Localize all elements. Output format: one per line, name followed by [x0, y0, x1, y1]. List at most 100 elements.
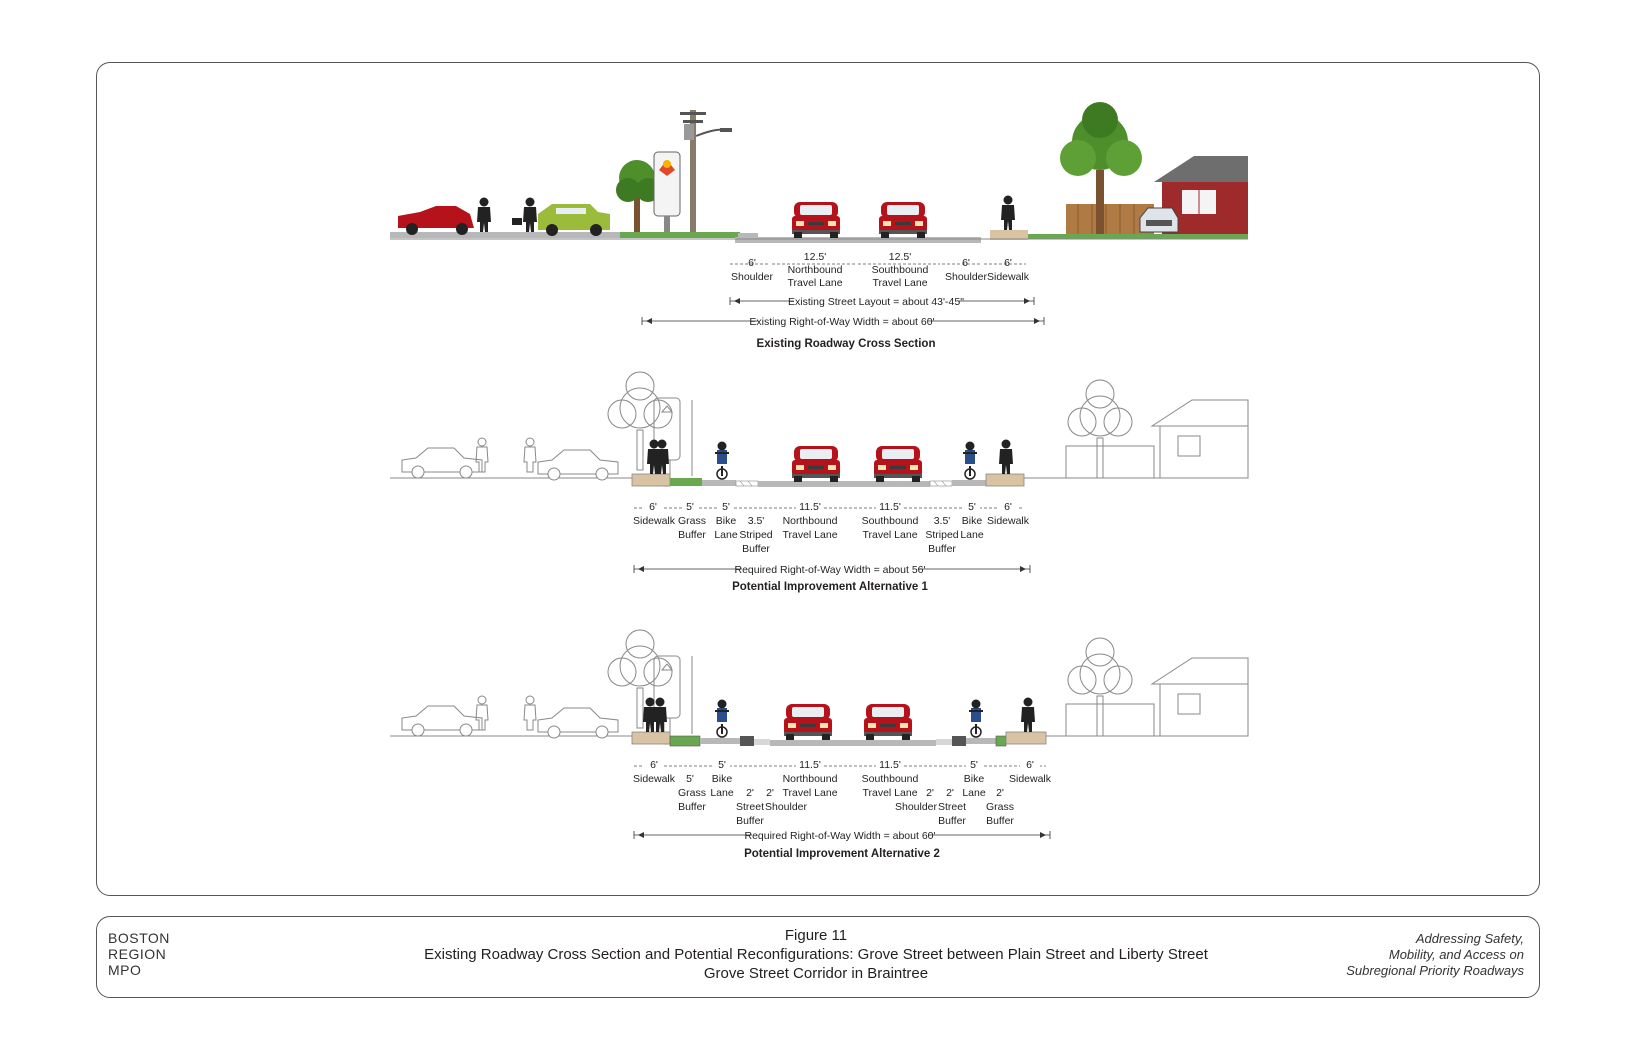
car-outline [401, 705, 483, 737]
dimension-label: 5' Grass Buffer [678, 500, 706, 541]
svg-text:Street: Street [736, 801, 764, 813]
southbound-car [879, 202, 927, 238]
svg-text:Shoulder: Shoulder [765, 801, 808, 813]
dimension-label: 6' Sidewalk [633, 758, 676, 785]
svg-text:5': 5' [968, 501, 976, 513]
car-outline [537, 707, 619, 739]
footer-frame [96, 916, 1540, 998]
utility-pole [680, 110, 732, 232]
car-outline [401, 447, 483, 479]
dimension-label: 11.5' Southbound Travel Lane [862, 758, 919, 799]
dimension-label: 3.5' Striped Buffer [739, 514, 773, 555]
svg-text:Existing Right-of-Way Width =: Existing Right-of-Way Width = about 60' [749, 316, 934, 328]
dimension-label: 6' Sidewalk [987, 500, 1030, 527]
svg-text:11.5': 11.5' [879, 759, 901, 771]
house-outline [1151, 657, 1249, 737]
svg-text:Striped: Striped [739, 529, 772, 541]
svg-text:Required Right-of-Way Width =: Required Right-of-Way Width = about 56' [735, 564, 926, 576]
svg-text:Southbound: Southbound [872, 264, 929, 276]
svg-text:Shoulder: Shoulder [731, 271, 774, 283]
southbound-car [864, 704, 912, 740]
alternative-1-dimension-labels: 6' Sidewalk 5' Grass Buffer 5' Bike Lane… [633, 500, 1031, 593]
svg-text:Striped: Striped [925, 529, 958, 541]
dimension-label: 12.5' Northbound Travel Lane [772, 250, 856, 289]
svg-text:Travel Lane: Travel Lane [862, 529, 917, 541]
svg-text:Street: Street [938, 801, 966, 813]
svg-text:Sidewalk: Sidewalk [633, 773, 676, 785]
svg-text:Required Right-of-Way Width =: Required Right-of-Way Width = about 60' [745, 830, 936, 842]
svg-text:Shoulder: Shoulder [895, 801, 938, 813]
figure-frame [96, 62, 1540, 896]
dimension-label: 6' Sidewalk [1009, 758, 1052, 785]
sidewalk-pedestrian [1021, 697, 1035, 732]
house-outline [1151, 399, 1249, 479]
svg-text:6': 6' [649, 501, 657, 513]
pedestrian-outline [523, 695, 537, 731]
svg-text:11.5': 11.5' [879, 501, 901, 513]
tree-outline [1067, 637, 1133, 737]
tree-right [1060, 102, 1142, 234]
dimension-label: 2' Grass Buffer [986, 786, 1014, 827]
svg-text:11.5': 11.5' [799, 501, 821, 513]
figure-caption: Figure 11 Existing Roadway Cross Section… [300, 926, 1332, 983]
svg-text:Buffer: Buffer [928, 543, 956, 555]
dimension-label: 6' Shoulder [942, 257, 988, 283]
alternative-1-drawing [390, 371, 1249, 487]
svg-text:2': 2' [766, 787, 774, 799]
svg-text:Northbound: Northbound [783, 515, 838, 527]
dimension-label: 6' Sidewalk [633, 500, 676, 527]
red-convertible [398, 206, 474, 235]
svg-text:6': 6' [748, 257, 756, 269]
car-outline [537, 449, 619, 481]
extent-right-of-way: Existing Right-of-Way Width = about 60' [641, 314, 1045, 328]
alternative-2-drawing [390, 629, 1249, 747]
dimension-label: 11.5' Northbound Travel Lane [782, 758, 838, 799]
dimension-label: 2' Street Buffer [736, 786, 764, 827]
dimension-label: 5' Bike Lane [962, 758, 986, 799]
svg-text:Sidewalk: Sidewalk [633, 515, 676, 527]
figure-title: Existing Roadway Cross Section and Poten… [424, 946, 1208, 963]
dimension-label: 11.5' Northbound Travel Lane [782, 500, 838, 541]
svg-text:Grass: Grass [986, 801, 1014, 813]
svg-text:Buffer: Buffer [938, 815, 966, 827]
figure-number: Figure 11 [784, 927, 848, 944]
tree-outline [1067, 379, 1133, 479]
bicyclist-southbound [968, 698, 984, 738]
svg-text:5': 5' [686, 501, 694, 513]
extent-street-layout: Existing Street Layout = about 43'-45" [729, 294, 1035, 308]
svg-text:6': 6' [1004, 257, 1012, 269]
dimension-label: 12.5' Southbound Travel Lane [858, 250, 940, 289]
northbound-car [792, 202, 840, 238]
svg-text:5': 5' [970, 759, 978, 771]
svg-text:Sidewalk: Sidewalk [1009, 773, 1052, 785]
alternative-1-title: Potential Improvement Alternative 1 [732, 581, 928, 593]
svg-text:Lane: Lane [962, 787, 986, 799]
svg-text:Northbound: Northbound [783, 773, 838, 785]
svg-text:6': 6' [962, 257, 970, 269]
northbound-car [792, 446, 840, 482]
dimension-label: 5' Bike Lane [710, 758, 734, 799]
svg-text:Grass: Grass [678, 787, 706, 799]
svg-text:3.5': 3.5' [748, 515, 765, 527]
house [1139, 156, 1248, 234]
svg-text:Sidewalk: Sidewalk [987, 515, 1030, 527]
svg-text:Buffer: Buffer [742, 543, 770, 555]
svg-text:Southbound: Southbound [862, 773, 919, 785]
svg-text:Buffer: Buffer [678, 801, 706, 813]
org-line: BOSTON [108, 930, 170, 946]
svg-text:3.5': 3.5' [934, 515, 951, 527]
svg-text:Travel Lane: Travel Lane [787, 277, 842, 289]
dimension-label: 5' Bike Lane [714, 500, 738, 541]
extent-right-of-way: Required Right-of-Way Width = about 56' [633, 562, 1031, 576]
sidewalk-pedestrian [1001, 195, 1015, 230]
dimension-label: 3.5' Striped Buffer [925, 514, 959, 555]
report-line: Mobility, and Access on [1388, 947, 1524, 962]
green-wagon [538, 204, 610, 236]
svg-text:11.5': 11.5' [799, 759, 821, 771]
wood-fence [1066, 204, 1154, 234]
alternative-2-dimension-labels: 6' Sidewalk 5' Grass Buffer 5' Bike Lane… [633, 758, 1052, 860]
svg-text:12.5': 12.5' [889, 251, 911, 263]
bicyclist-southbound [962, 440, 978, 480]
pedestrian-with-dog [523, 197, 537, 232]
svg-text:6': 6' [1004, 501, 1012, 513]
